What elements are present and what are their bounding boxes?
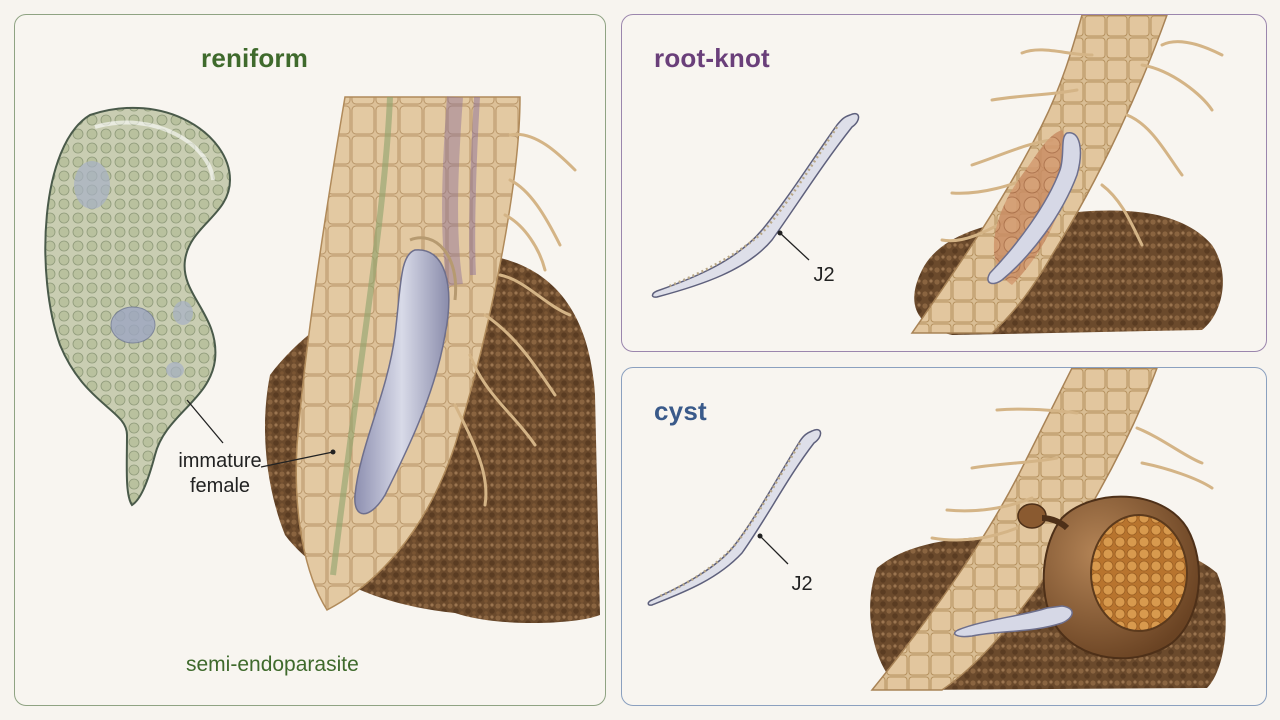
reniform-panel: reniform <box>14 14 606 706</box>
reniform-footer: semi-endoparasite <box>186 653 359 677</box>
reniform-female-body <box>45 108 230 505</box>
immature-female-label: immature female <box>175 449 265 499</box>
reniform-illustration <box>15 15 605 705</box>
j2-label: J2 <box>804 263 844 288</box>
j2-leader <box>780 233 809 260</box>
label-line-1: immature <box>175 449 265 474</box>
immature-female-leader <box>187 400 223 443</box>
cyst-panel: cyst <box>621 367 1267 706</box>
j2-leader <box>760 536 788 564</box>
cyst-illustration <box>622 368 1266 705</box>
root-knot-panel: root-knot <box>621 14 1267 352</box>
root-knot-illustration <box>622 15 1266 351</box>
j2-label: J2 <box>782 572 822 597</box>
cyst-neck <box>1018 504 1046 528</box>
cyst-eggs <box>1091 515 1187 631</box>
label-line-2: female <box>175 474 265 499</box>
